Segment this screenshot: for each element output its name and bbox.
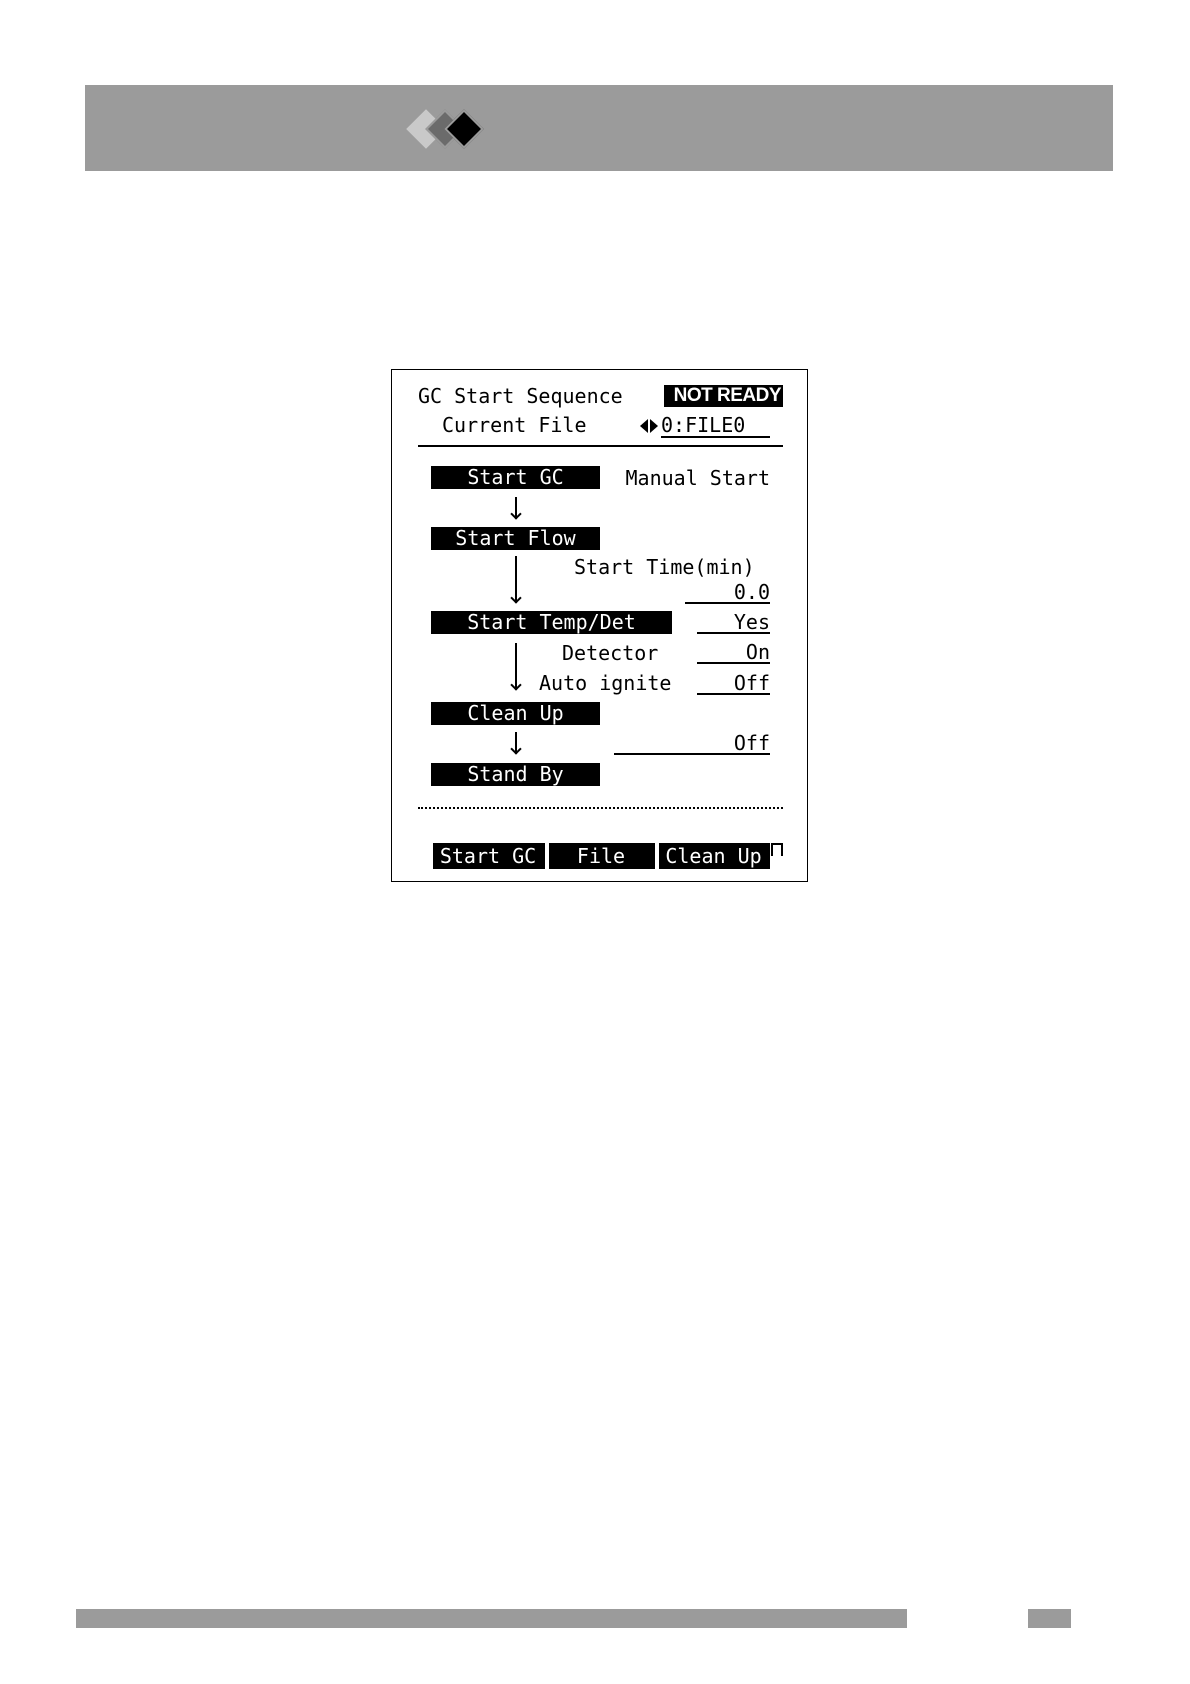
down-arrow-icon [509, 732, 523, 755]
fkey-file-button[interactable]: File [547, 843, 655, 869]
down-arrow-icon [509, 497, 523, 520]
header-bar [85, 85, 1113, 171]
left-right-arrow-icon [640, 418, 660, 434]
status-badge: NOT READY [664, 385, 783, 407]
arrow-left-icon [640, 419, 648, 433]
file-selector[interactable]: 0:FILE0 [640, 414, 770, 438]
clean-up-field[interactable]: Off [614, 732, 770, 755]
start-mode-value: Manual Start [625, 467, 770, 489]
current-file-label: Current File [442, 414, 587, 436]
auto-ignite-label: Auto ignite [539, 672, 671, 694]
detector-field[interactable]: On [697, 641, 770, 664]
page-indicator-icon[interactable] [771, 843, 783, 856]
detector-label: Detector [562, 642, 658, 664]
header-divider [418, 445, 783, 447]
arrow-right-icon [650, 419, 658, 433]
down-arrow-icon [509, 643, 523, 691]
down-arrow-icon [509, 556, 523, 604]
step-stand-by: Stand By [431, 763, 600, 786]
start-time-label: Start Time(min) [574, 556, 755, 578]
gc-lcd-screen: GC Start Sequence NOT READY Current File… [391, 369, 808, 882]
step-start-temp-det: Start Temp/Det [431, 611, 672, 634]
footer-page-tab [1028, 1609, 1071, 1628]
fkey-clean-up-button[interactable]: Clean Up [657, 843, 770, 869]
auto-ignite-field[interactable]: Off [697, 672, 770, 695]
fkey-start-gc-button[interactable]: Start GC [431, 843, 545, 869]
start-time-field[interactable]: 0.0 [685, 581, 770, 604]
function-key-divider [418, 807, 783, 809]
step-start-flow: Start Flow [431, 527, 600, 550]
current-file-value[interactable]: 0:FILE0 [661, 414, 770, 438]
start-temp-det-field[interactable]: Yes [697, 611, 770, 634]
step-start-gc: Start GC [431, 466, 600, 489]
footer-bar [76, 1609, 907, 1628]
step-clean-up: Clean Up [431, 702, 600, 725]
screen-title: GC Start Sequence [418, 385, 623, 407]
